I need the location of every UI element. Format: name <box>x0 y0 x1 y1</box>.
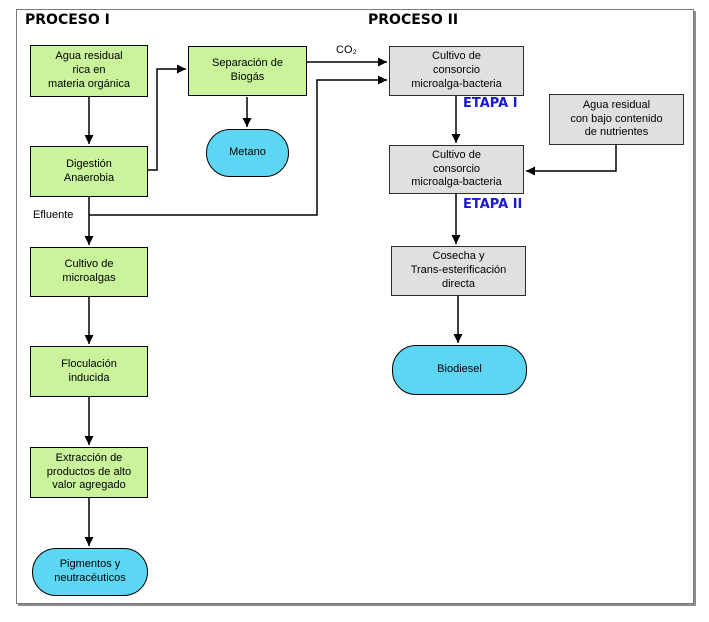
node-agua-residual-organica: Agua residual rica en materia orgánica <box>30 45 148 97</box>
node-separacion-biogas: Separación de Biogás <box>188 46 307 96</box>
etapa2-label: ETAPA II <box>463 197 523 212</box>
connector-agua-nutrientes-to-cultivo2 <box>526 145 617 176</box>
process2-title: PROCESO II <box>368 12 459 28</box>
node-pigmentos-neutraceuticos: Pigmentos y neutracéuticos <box>32 548 148 596</box>
connector-digestion-to-separacion <box>148 64 186 171</box>
node-floculacion-inducida: Floculación inducida <box>30 346 148 397</box>
node-cultivo-consorcio-etapa2: Cultivo de consorcio microalga-bacteria <box>389 145 524 194</box>
node-metano: Metano <box>206 129 289 177</box>
node-biodiesel: Biodiesel <box>392 345 527 395</box>
co2-label: CO₂ <box>336 44 357 56</box>
node-digestion-anaerobia: Digestión Anaerobia <box>30 146 148 197</box>
process1-title: PROCESO I <box>25 12 110 28</box>
node-cultivo-microalgas: Cultivo de microalgas <box>30 247 148 297</box>
connector-efluente-to-cultivo1 <box>89 75 387 216</box>
node-cultivo-consorcio-etapa1: Cultivo de consorcio microalga-bacteria <box>389 46 524 96</box>
etapa1-label: ETAPA I <box>463 96 518 111</box>
node-cosecha-transesterificacion: Cosecha y Trans-esterificación directa <box>391 246 526 296</box>
node-agua-residual-nutrientes: Agua residual con bajo contenido de nutr… <box>549 94 684 145</box>
node-extraccion-productos: Extracción de productos de alto valor ag… <box>30 447 148 498</box>
efluente-label: Efluente <box>33 209 74 221</box>
